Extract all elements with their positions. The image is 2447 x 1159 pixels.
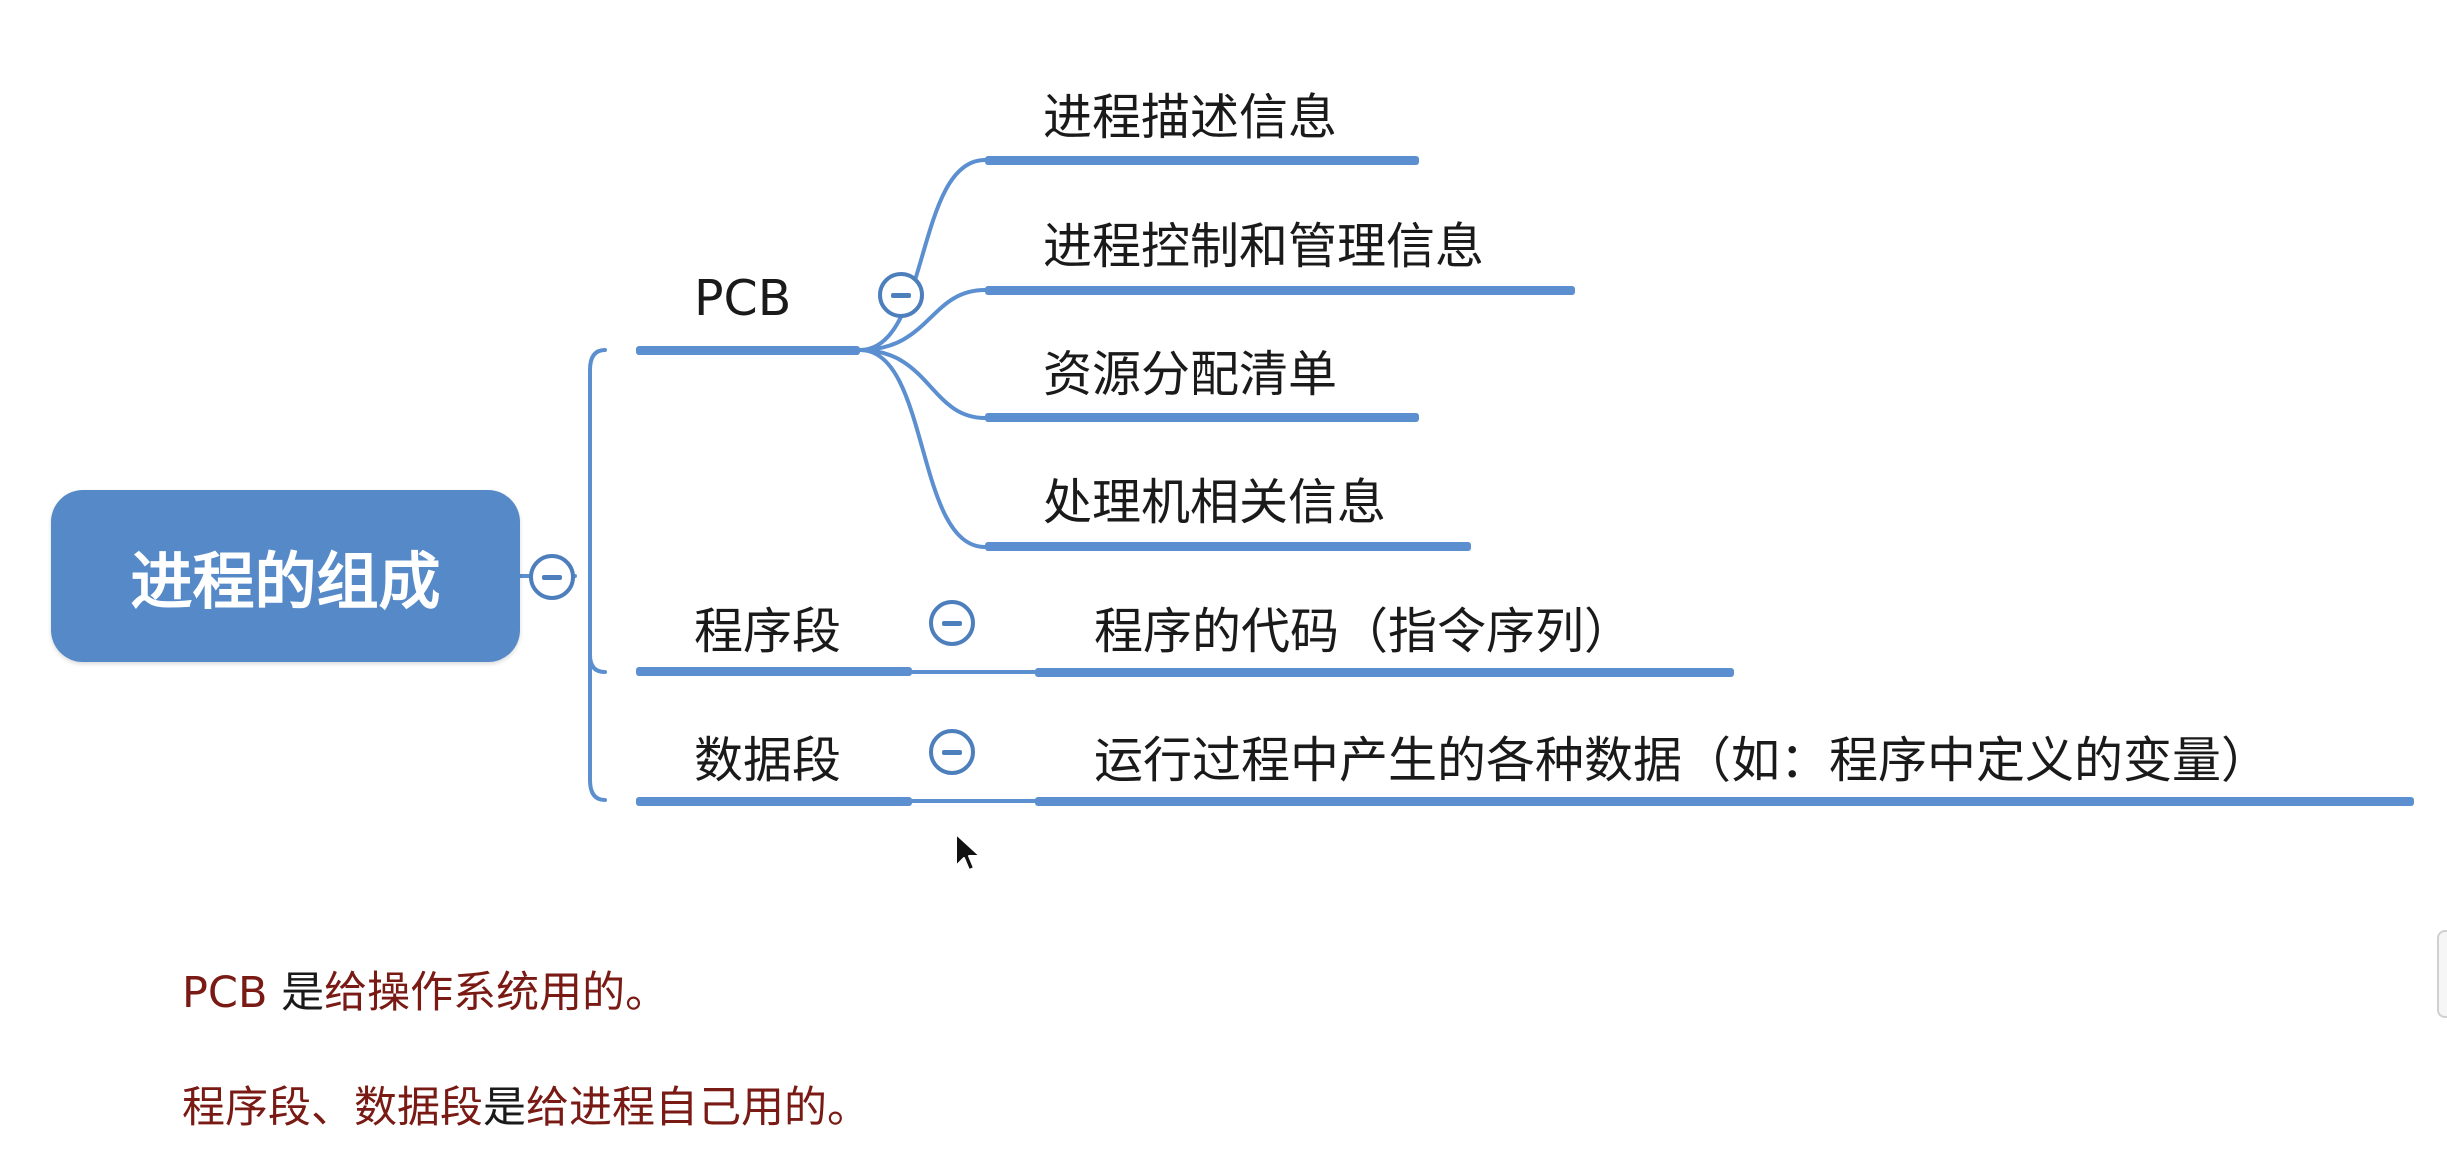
- note-segments: 程序段、数据段是给进程自己用的。: [182, 1073, 870, 1135]
- pcb-fan-3: [858, 348, 987, 420]
- leaf-underline-3: [985, 413, 1419, 422]
- note-pcb-verb: 是: [281, 968, 325, 1018]
- root-label: 进程的组成: [130, 545, 441, 618]
- leaf-underline-5: [1035, 668, 1734, 677]
- branch-spine: [588, 348, 607, 802]
- branch-link-programs: [588, 653, 607, 674]
- scroll-handle[interactable]: [2437, 930, 2447, 1018]
- pcb-fan-1: [858, 158, 987, 352]
- leaf-underline-4: [985, 542, 1471, 551]
- note-segments-verb: 是: [483, 1083, 526, 1133]
- mouse-pointer-icon: [955, 833, 981, 871]
- note-pcb: PCB 是给操作系统用的。: [182, 958, 668, 1020]
- note-pcb-rest: 给操作系统用的。: [324, 968, 669, 1018]
- leaf-process-control[interactable]: 进程控制和管理信息: [1043, 218, 1485, 275]
- leaf-underline-1: [985, 156, 1419, 165]
- branch-underline-program: [636, 667, 912, 676]
- leaf-resource-list[interactable]: 资源分配清单: [1043, 346, 1338, 403]
- leaf-underline-6: [1035, 797, 2414, 806]
- leaf-runtime-data[interactable]: 运行过程中产生的各种数据（如：程序中定义的变量）: [1094, 732, 2271, 789]
- branch-underline-data: [636, 797, 912, 806]
- pcb-fan-2: [858, 288, 987, 352]
- note-segments-rest: 给进程自己用的。: [526, 1083, 870, 1133]
- collapse-icon[interactable]: [529, 554, 575, 600]
- branch-data-segment-label[interactable]: 数据段: [694, 732, 842, 789]
- note-segments-subject: 程序段、数据段: [182, 1083, 483, 1133]
- leaf-processor-info[interactable]: 处理机相关信息: [1043, 474, 1387, 531]
- branch-program-segment-label[interactable]: 程序段: [694, 603, 842, 660]
- leaf-program-code[interactable]: 程序的代码（指令序列）: [1094, 603, 1634, 660]
- branch-pcb-label[interactable]: PCB: [694, 270, 792, 327]
- root-node[interactable]: 进程的组成: [51, 490, 520, 662]
- pcb-fan-4: [858, 348, 987, 549]
- collapse-icon[interactable]: [878, 272, 924, 318]
- note-pcb-subject: PCB: [182, 968, 268, 1018]
- leaf-process-description[interactable]: 进程描述信息: [1043, 89, 1338, 146]
- collapse-icon[interactable]: [929, 729, 975, 775]
- leaf-underline-2: [985, 286, 1575, 295]
- collapse-icon[interactable]: [929, 600, 975, 646]
- branch-underline-pcb: [636, 346, 860, 355]
